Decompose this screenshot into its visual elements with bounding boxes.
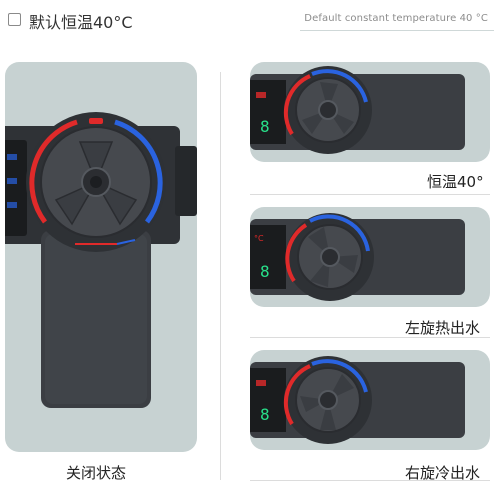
caption-constant-temp: 恒温40° — [427, 173, 484, 191]
svg-text:°C: °C — [254, 234, 264, 243]
svg-text:8: 8 — [260, 262, 270, 281]
svg-text:8: 8 — [260, 117, 270, 136]
caption-cold-water: 右旋冷出水 — [405, 464, 481, 482]
header-underline — [300, 30, 494, 31]
faucet-cold-illustration: 8 — [250, 356, 465, 444]
panel-constant-temp: 8 — [250, 62, 490, 162]
faucet-off-illustration — [5, 112, 197, 408]
hot-arc — [29, 119, 78, 224]
page-subtitle: Default constant temperature 40 °C — [304, 13, 488, 24]
caption-off-state: 关闭状态 — [66, 464, 127, 482]
row-divider-3 — [250, 480, 490, 481]
panel-off-state — [5, 62, 197, 452]
cold-arc — [114, 119, 163, 224]
panel-cold-water: 8 — [250, 350, 490, 450]
svg-text:8: 8 — [260, 405, 270, 424]
column-divider — [220, 72, 221, 480]
panel-hot-water: 8 °C — [250, 207, 490, 307]
display-panel — [250, 225, 286, 289]
display-strip — [5, 140, 27, 236]
page-title: 默认恒温40°C — [29, 13, 133, 32]
faucet-constant-illustration: 8 — [250, 66, 465, 154]
row-divider-2 — [250, 337, 490, 338]
faucet-hot-illustration: 8 °C — [250, 213, 465, 301]
display-panel — [250, 368, 286, 432]
device-hinge — [175, 146, 197, 216]
row-divider-1 — [250, 194, 490, 195]
display-panel — [250, 80, 286, 144]
caption-hot-water: 左旋热出水 — [405, 319, 481, 337]
default-temp-checkbox[interactable] — [8, 13, 21, 26]
